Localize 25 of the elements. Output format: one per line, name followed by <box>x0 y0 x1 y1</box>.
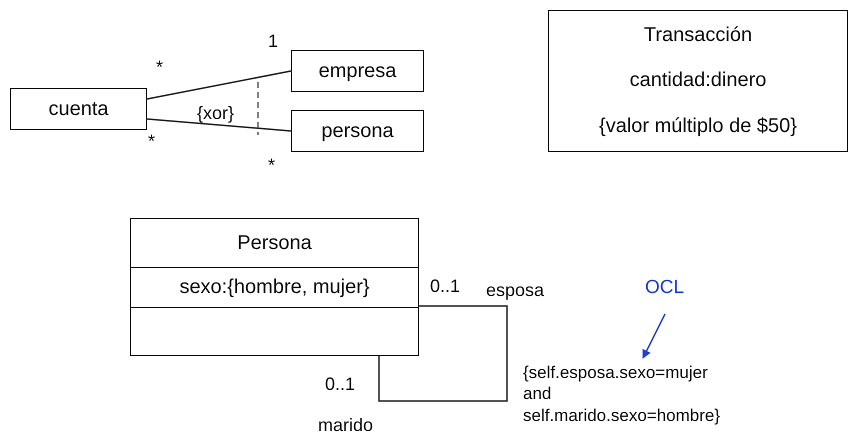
class-box <box>548 10 848 152</box>
class-box: empresa <box>291 50 424 92</box>
arrow <box>642 314 666 359</box>
multiplicity-label: * <box>268 154 276 176</box>
multiplicity-label: * <box>148 130 156 152</box>
attribute-text: cantidad:dinero <box>630 69 766 92</box>
role-label: esposa <box>486 279 544 302</box>
class-name: Transacción <box>644 24 752 48</box>
role-label: marido <box>318 414 374 436</box>
class-box <box>130 218 419 356</box>
association-line <box>146 70 292 100</box>
note-label: OCL <box>645 276 684 300</box>
multiplicity-label: 1 <box>268 30 278 52</box>
self-association-line <box>378 305 508 402</box>
role-label: {xor} <box>197 102 234 124</box>
attribute-text: sexo:{hombre, mujer} <box>179 276 370 299</box>
multiplicity-label: 0..1 <box>325 373 356 396</box>
multiplicity-label: * <box>156 56 164 78</box>
constraint-note: {self.esposa.sexo=mujer and self.marido.sexo=hombre} <box>523 362 735 426</box>
class-name: Persona <box>237 232 312 254</box>
class-box: cuenta <box>10 88 147 130</box>
multiplicity-label: 0..1 <box>430 275 460 298</box>
class-box: persona <box>291 110 424 152</box>
constraint-text: {valor múltiplo de $50} <box>599 114 797 138</box>
association-line <box>146 118 292 132</box>
